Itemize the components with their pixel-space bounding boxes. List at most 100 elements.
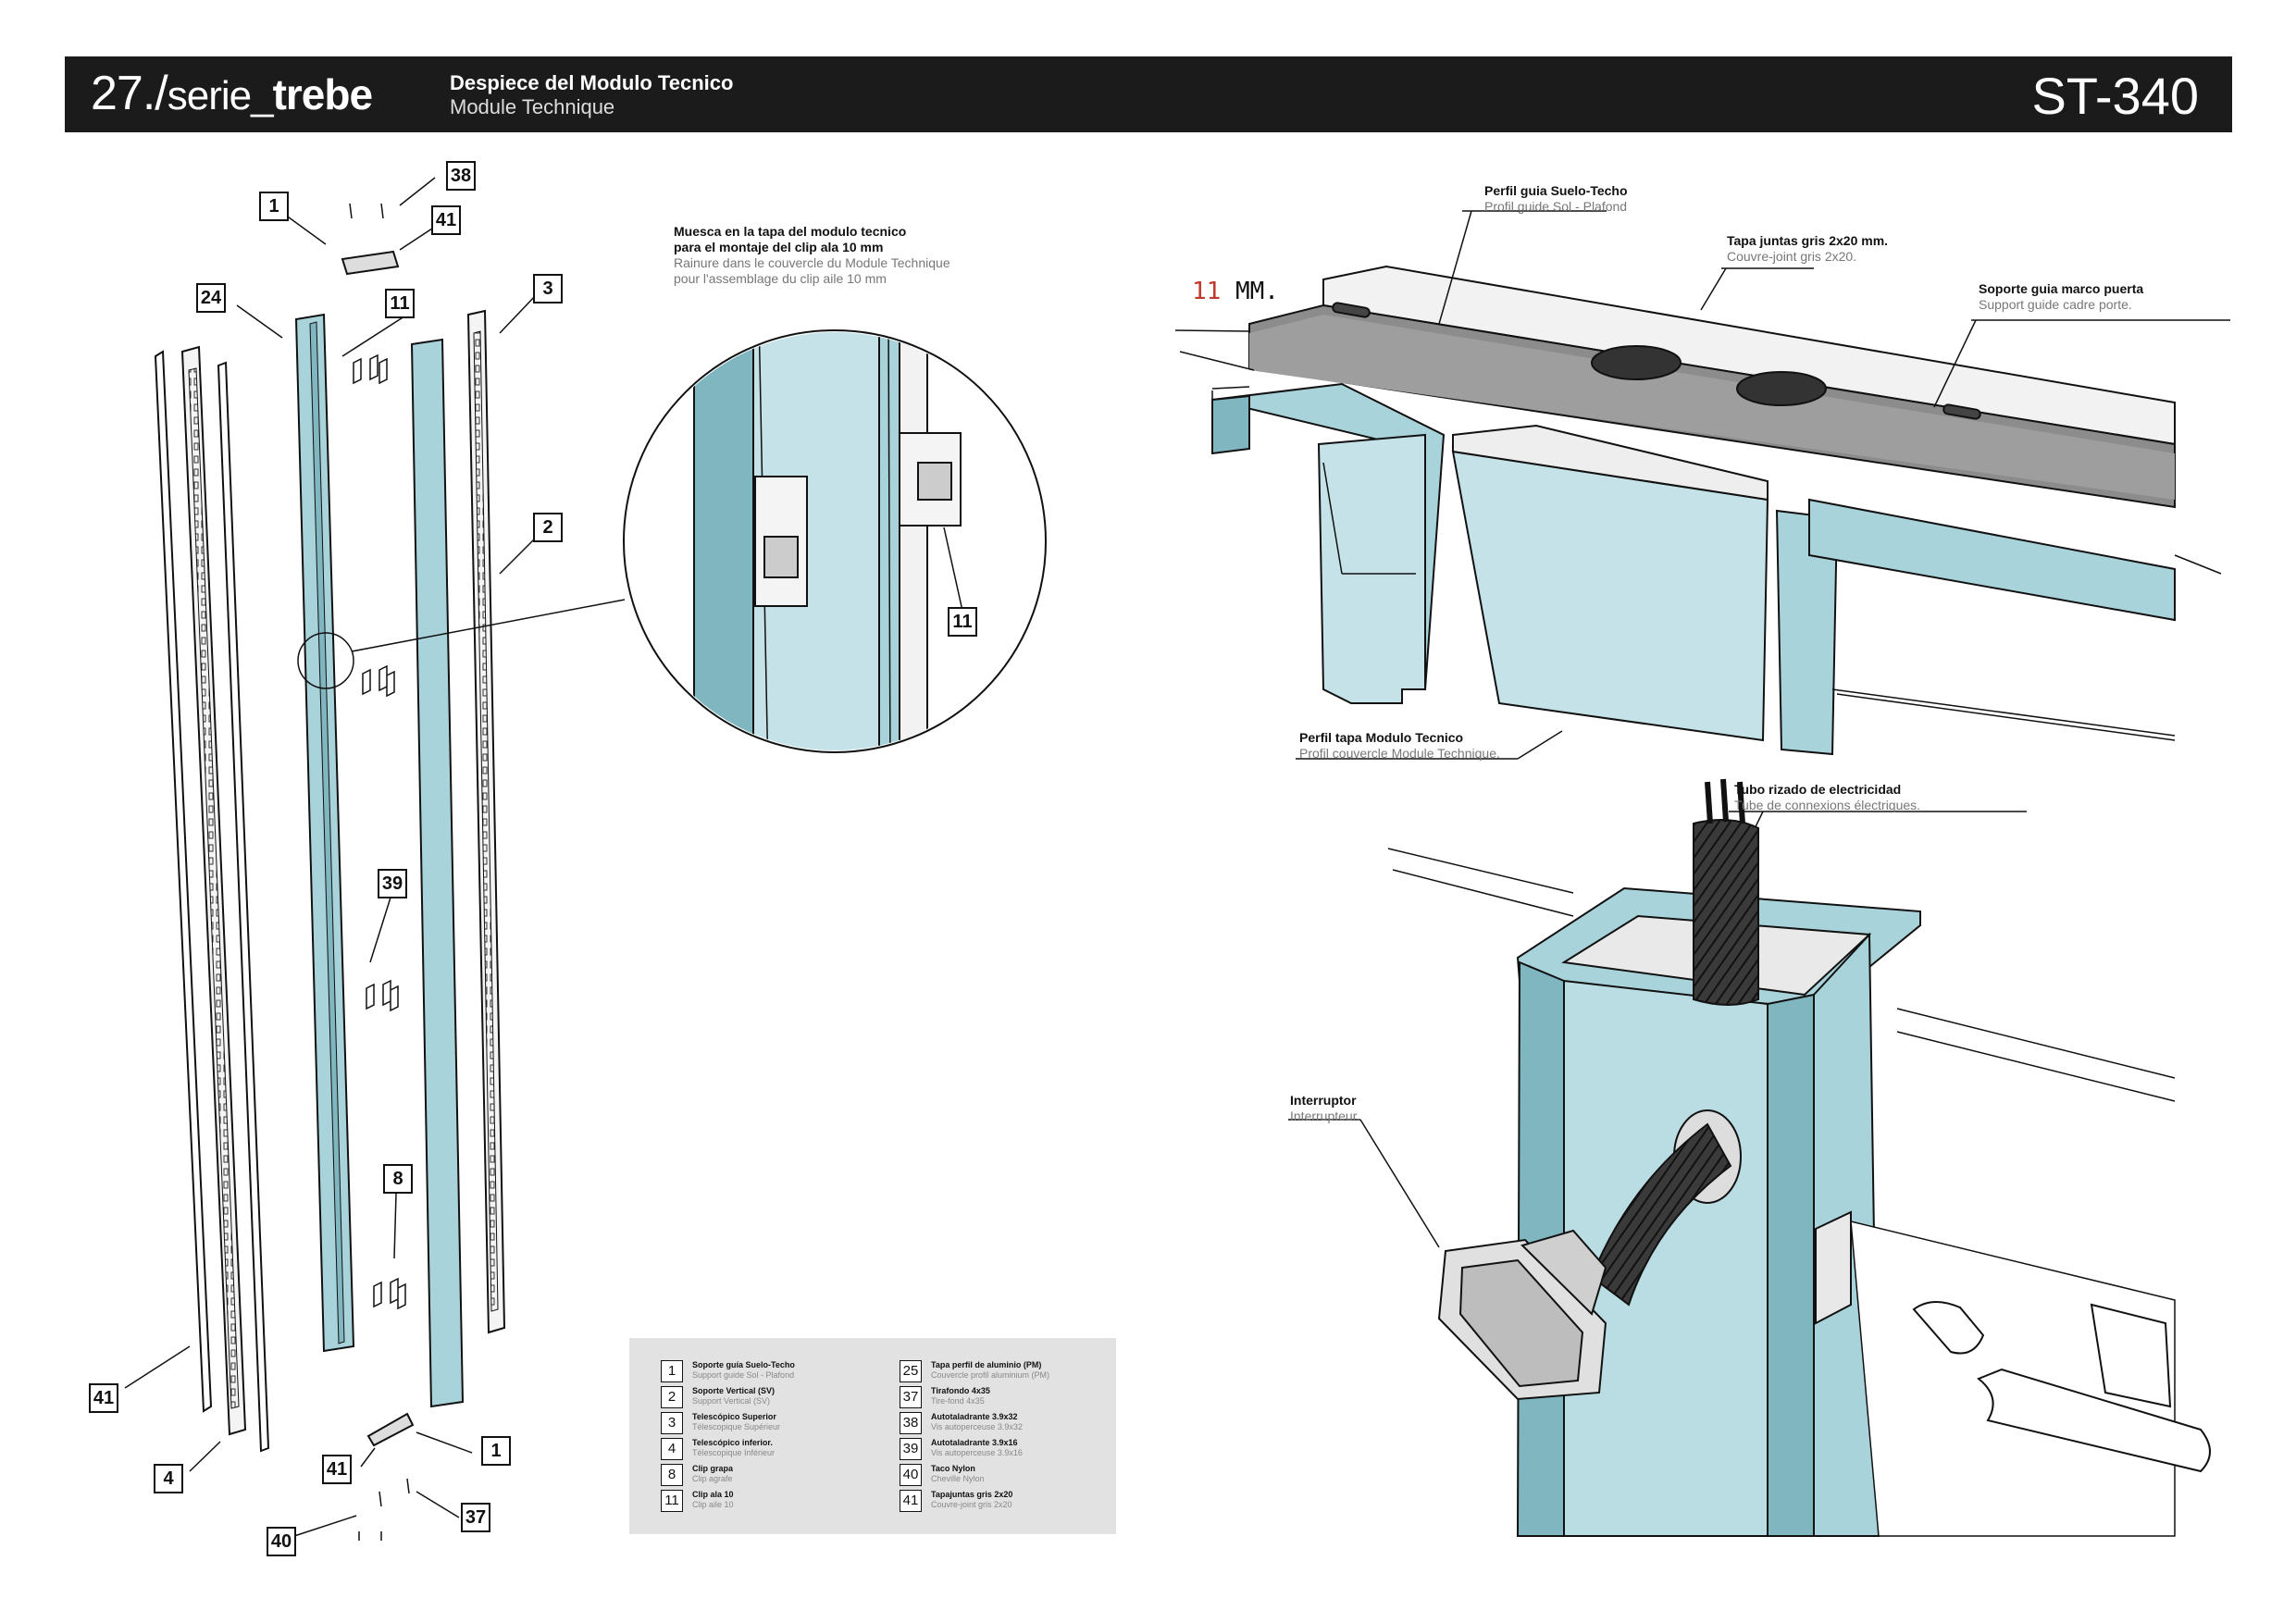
legend-fr: Couvercle profil aluminium (PM) — [931, 1370, 1050, 1380]
part-tag-1-bottom: 1 — [481, 1436, 511, 1466]
parts-legend: 1 Soporte guía Suelo-Techo Support guide… — [629, 1338, 1116, 1534]
dimension-unit: MM. — [1235, 278, 1279, 305]
legend-fr: Clip agrafe — [692, 1474, 733, 1483]
legend-num: 37 — [900, 1386, 922, 1408]
floor-rails — [1387, 848, 2176, 1102]
legend-es: Clip grapa — [692, 1464, 734, 1473]
detail-note: Muesca en la tapa del modulo tecnico par… — [674, 224, 950, 287]
callout-interruptor: Interruptor Interrupteur. — [1290, 1093, 1360, 1124]
dimension-lines — [1174, 329, 2222, 741]
legend-es: Tapa perfil de aluminio (PM) — [931, 1360, 1042, 1369]
legend-es: Autotaladrante 3.9x32 — [931, 1412, 1018, 1421]
part-tag-37: 37 — [461, 1503, 490, 1532]
dimension-value: 11 — [1192, 278, 1222, 305]
callout-perfil-guia-fr: Profil guide Sol - Plafond — [1484, 199, 1628, 214]
part-tag-41-left: 41 — [89, 1383, 118, 1413]
part-tag-39: 39 — [378, 869, 407, 898]
clip-group-top — [353, 353, 406, 1310]
legend-es: Autotaladrante 3.9x16 — [931, 1438, 1018, 1447]
legend-es: Tapajuntas gris 2x20 — [931, 1490, 1013, 1499]
legend-fr: Cheville Nylon — [931, 1474, 985, 1483]
cable-hole-1 — [1591, 345, 1682, 380]
part-tag-38: 38 — [446, 161, 476, 191]
legend-es: Telescópico inferior. — [692, 1438, 773, 1447]
legend-fr: Télescopique Inférieur — [692, 1448, 776, 1457]
exploded-view — [124, 177, 626, 1541]
callout-soporte-guia: Soporte guia marco puerta Support guide … — [1979, 281, 2143, 313]
legend-num: 4 — [661, 1438, 683, 1460]
top-right-leaders — [1288, 210, 2230, 1248]
corrugated-tube-vertical — [1693, 819, 1759, 1006]
series-prefix: serie_ — [167, 73, 274, 118]
part-tag-1-top: 1 — [259, 192, 289, 221]
callout-tubo: Tubo rizado de electricidad Tube de conn… — [1734, 782, 1920, 813]
guide-profile-face — [1249, 315, 2175, 500]
cable-hole-2 — [1736, 371, 1827, 406]
legend-fr: Tire-fond 4x35 — [931, 1396, 985, 1406]
legend-fr: Vis autoperceuse 3.9x32 — [931, 1422, 1023, 1431]
post-conduit-view — [1387, 778, 2211, 1537]
clip-profile-41-top — [341, 250, 400, 276]
legend-fr: Couvre-joint gris 2x20 — [931, 1500, 1012, 1509]
header-bar: 27./serie_trebe Despiece del Modulo Tecn… — [65, 56, 2232, 132]
legend-num: 40 — [900, 1464, 922, 1486]
page-subtitle: Module Technique — [450, 95, 615, 118]
part-tag-41-top: 41 — [431, 205, 461, 235]
technical-module-cover — [1451, 450, 1769, 742]
cover-strip-41-left — [154, 350, 213, 1413]
page-number: 27./serie_trebe — [91, 66, 373, 121]
legend-num: 11 — [661, 1490, 683, 1512]
detail-marker-circle — [297, 632, 354, 689]
callout-tapa-juntas: Tapa juntas gris 2x20 mm. Couvre-joint g… — [1727, 233, 1888, 265]
legend-num: 38 — [900, 1412, 922, 1434]
legend-num: 25 — [900, 1360, 922, 1382]
legend-es: Soporte Vertical (SV) — [692, 1386, 776, 1395]
callout-tapa-juntas-fr: Couvre-joint gris 2x20. — [1727, 249, 1857, 264]
guide-profile-top — [1322, 265, 2176, 446]
callout-interruptor-fr: Interrupteur. — [1290, 1109, 1360, 1123]
page-number-text: 27./ — [91, 67, 168, 120]
legend-num: 41 — [900, 1490, 922, 1512]
part-tag-41-bottom: 41 — [322, 1455, 352, 1484]
cover-strip-right-of-4 — [217, 361, 270, 1453]
callout-perfil-guia: Perfil guia Suelo-Techo Profil guide Sol… — [1484, 183, 1628, 215]
part-tag-3: 3 — [533, 274, 563, 304]
door-hinge-plate — [1815, 1210, 1852, 1325]
part-tag-2: 2 — [533, 513, 563, 542]
detail-support-profile — [693, 332, 754, 750]
detail-note-fr-2: pour l'assemblage du clip aile 10 mm — [674, 271, 887, 286]
callout-perfil-guia-es: Perfil guia Suelo-Techo — [1484, 183, 1628, 198]
callout-perfil-tapa: Perfil tapa Modulo Tecnico Profil couver… — [1299, 730, 1500, 762]
callout-soporte-guia-fr: Support guide cadre porte. — [1979, 297, 2132, 312]
model-code: ST-340 — [2031, 67, 2199, 125]
top-rail-view — [1174, 210, 2230, 1248]
detail-note-es-1: Muesca en la tapa del modulo tecnico — [674, 224, 907, 239]
legend-fr: Télescopique Supérieur — [692, 1422, 781, 1431]
legend-es: Tirafondo 4x35 — [931, 1386, 990, 1395]
detail-view-clip — [623, 329, 1047, 753]
dimension-label: 11 MM. — [1192, 278, 1279, 305]
part-tag-11-top: 11 — [385, 289, 415, 318]
leader-lines — [124, 177, 538, 1537]
part-tag-4: 4 — [154, 1464, 183, 1493]
callout-tubo-fr: Tube de connexions électriques. — [1734, 798, 1921, 812]
handle-rose — [2090, 1303, 2172, 1408]
door-handle — [1912, 1301, 2211, 1473]
corrugated-tube-switch — [1590, 1122, 1732, 1307]
legend-fr: Support Vertical (SV) — [692, 1396, 771, 1406]
legend-fr: Support guide Sol - Plafond — [692, 1370, 795, 1380]
clip-profile-41-bottom — [366, 1412, 415, 1447]
legend-es: Soporte guía Suelo-Techo — [692, 1360, 795, 1369]
cover-profile-2 — [410, 338, 465, 1408]
legend-es: Clip ala 10 — [692, 1490, 734, 1499]
legend-num: 3 — [661, 1412, 683, 1434]
part-tag-24: 24 — [196, 283, 226, 313]
switch-button — [1458, 1258, 1584, 1388]
part-tag-11-detail: 11 — [948, 607, 977, 637]
legend-num: 1 — [661, 1360, 683, 1382]
part-tag-8: 8 — [383, 1164, 413, 1194]
legend-num: 2 — [661, 1386, 683, 1408]
detail-note-fr-1: Rainure dans le couvercle du Module Tech… — [674, 255, 950, 270]
callout-interruptor-es: Interruptor — [1290, 1093, 1357, 1108]
